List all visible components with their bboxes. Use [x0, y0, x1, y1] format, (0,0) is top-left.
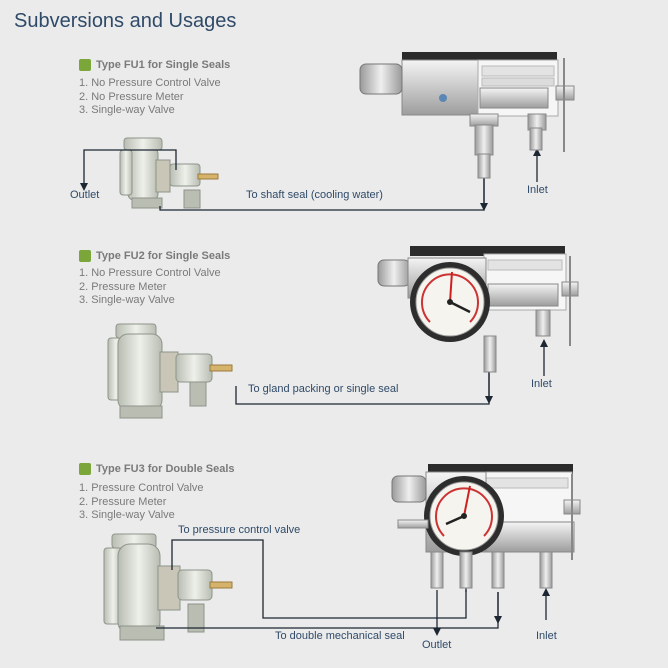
- section-1-title: Type FU1 for Single Seals: [96, 59, 231, 71]
- section-2-heading: Type FU2 for Single Seals: [79, 250, 230, 262]
- list-item: 1. No Pressure Control Valve: [79, 267, 221, 279]
- list-item: 1. No Pressure Control Valve: [79, 77, 221, 89]
- pump-1-illustration: [119, 137, 219, 209]
- bullet-square-icon: [79, 59, 91, 71]
- inlet-label-1: Inlet: [527, 184, 548, 196]
- list-item: 1. Pressure Control Valve: [79, 482, 204, 494]
- outlet-label-1: Outlet: [70, 189, 100, 201]
- list-item: 3. Single-way Valve: [79, 509, 175, 521]
- outlet-label-3: Outlet: [422, 639, 452, 651]
- pump-3-illustration: [103, 533, 233, 641]
- flushing-unit-1-illustration: [359, 52, 575, 179]
- section-2-list: 1. No Pressure Control Valve 2. Pressure…: [79, 267, 221, 308]
- page-title: Subversions and Usages: [14, 10, 237, 32]
- pipe-label-3: To double mechanical seal: [275, 630, 405, 642]
- pipe-label-1: To shaft seal (cooling water): [246, 189, 383, 201]
- list-item: 3. Single-way Valve: [79, 294, 175, 306]
- pipe-label-2: To gland packing or single seal: [248, 383, 399, 395]
- inlet-label-2: Inlet: [531, 378, 552, 390]
- section-2-title: Type FU2 for Single Seals: [96, 250, 231, 262]
- section-1-heading: Type FU1 for Single Seals: [79, 59, 230, 71]
- section-1-list: 1. No Pressure Control Valve 2. No Press…: [79, 77, 221, 118]
- inlet-label-3: Inlet: [536, 630, 557, 642]
- list-item: 2. Pressure Meter: [79, 495, 167, 508]
- pressure-valve-label: To pressure control valve: [178, 524, 301, 536]
- flushing-unit-3-illustration: [391, 464, 581, 589]
- section-3-title: Type FU3 for Double Seals: [96, 463, 235, 475]
- section-3-heading: Type FU3 for Double Seals: [79, 463, 235, 475]
- pump-2-illustration: [107, 323, 233, 419]
- list-item: 2. No Pressure Meter: [79, 90, 184, 103]
- flushing-unit-2-illustration: [377, 246, 579, 373]
- section-3-list: 1. Pressure Control Valve 2. Pressure Me…: [79, 482, 204, 523]
- list-item: 2. Pressure Meter: [79, 280, 167, 293]
- bullet-square-icon: [79, 250, 91, 262]
- list-item: 3. Single-way Valve: [79, 104, 175, 116]
- bullet-square-icon: [79, 463, 91, 475]
